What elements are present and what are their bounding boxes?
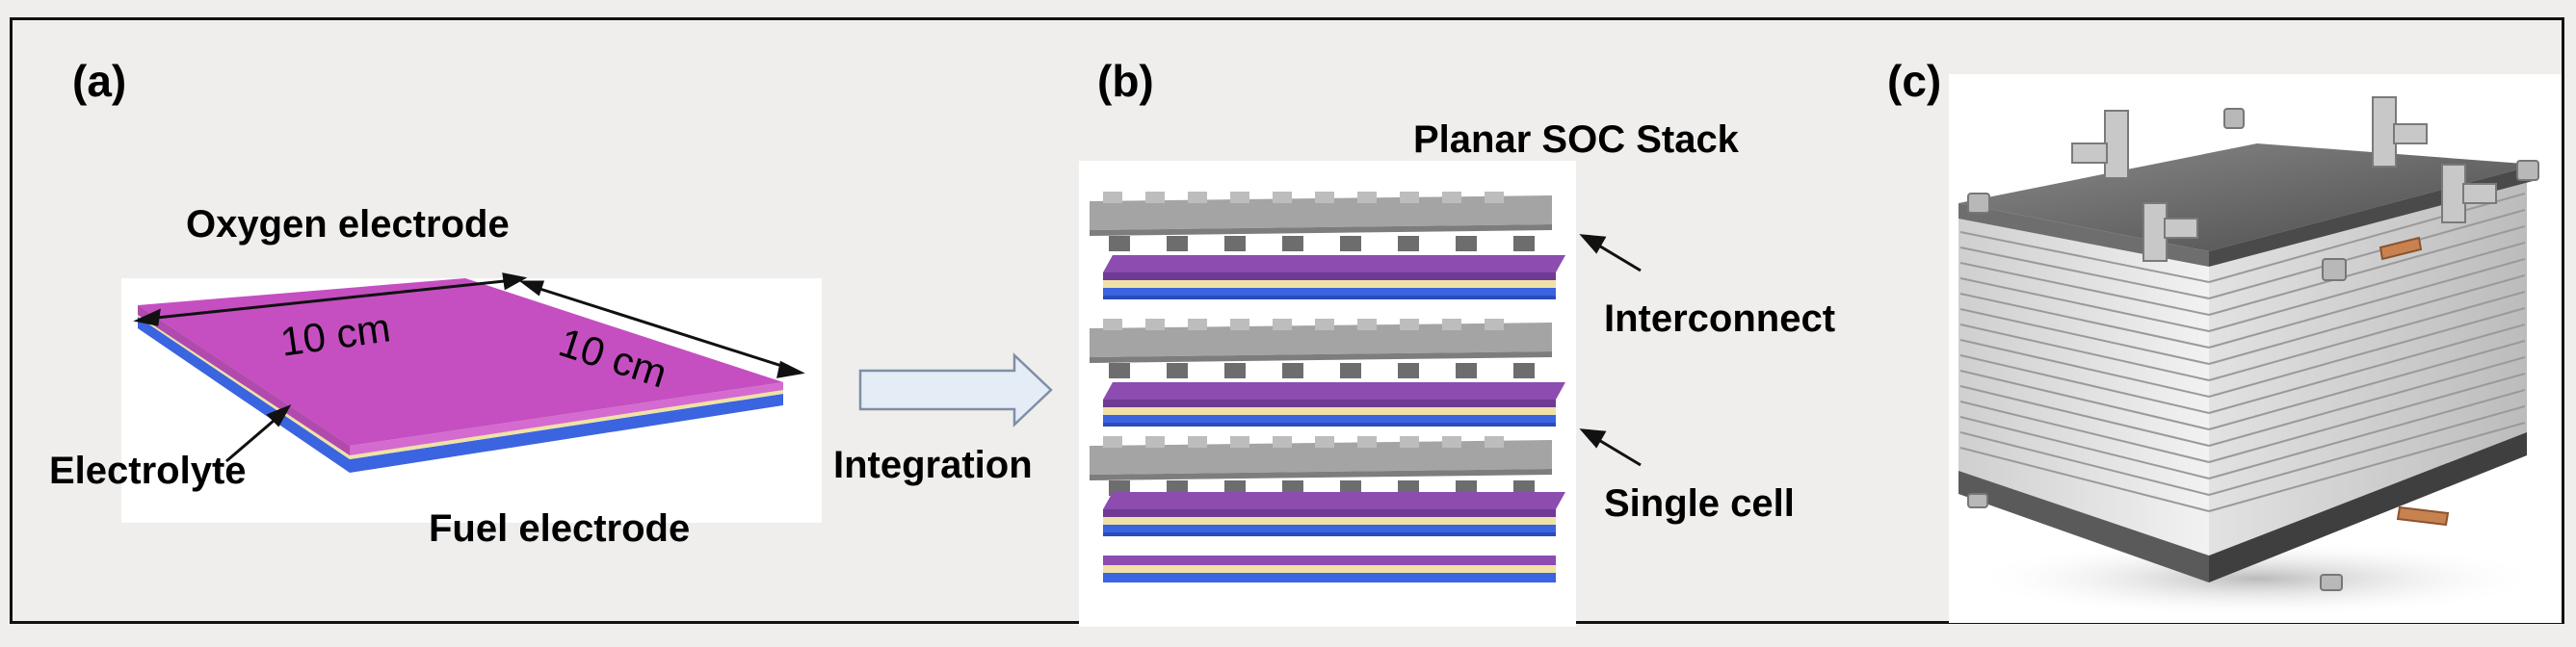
integration-label: Integration [833, 444, 1033, 486]
corner-bolts [1967, 108, 2539, 591]
gas-pipes [2071, 96, 2497, 262]
electrolyte-pointer [225, 404, 292, 463]
figure-frame: (a) Oxygen electrode 10 cm 10 cm El [10, 17, 2564, 627]
stack-exploded-illustration [1090, 192, 1642, 582]
soc-stack-photo [1958, 96, 2546, 617]
interconnect-label: Interconnect [1604, 298, 1836, 340]
copper-terminals [2379, 236, 2450, 527]
panel-c-label: (c) [1887, 56, 1942, 106]
panel-b-label: (b) [1097, 56, 1154, 106]
single-cell-pointer [1579, 428, 1642, 467]
dimension-arrow-left [133, 272, 528, 326]
interconnect-pointer [1579, 234, 1642, 272]
bottom-cell-layers [1103, 556, 1556, 582]
single-cell-illustration [133, 272, 805, 473]
oxygen-electrode-layer [138, 278, 783, 446]
stack-plate-lines [1959, 193, 2526, 512]
stack-left-face [1958, 213, 2209, 579]
panel-a-label: (a) [72, 56, 127, 106]
fuel-electrode-layer [138, 317, 783, 473]
dimension-arrow-right [518, 280, 805, 378]
single-cell-label: Single cell [1604, 482, 1795, 525]
fuel-electrode-label: Fuel electrode [429, 507, 691, 550]
integration-arrow [858, 352, 1053, 427]
stack-title: Planar SOC Stack [1413, 118, 1739, 161]
stack-top-plate [1958, 143, 2537, 251]
electrolyte-label: Electrolyte [49, 450, 247, 492]
oxygen-electrode-label: Oxygen electrode [186, 203, 510, 246]
